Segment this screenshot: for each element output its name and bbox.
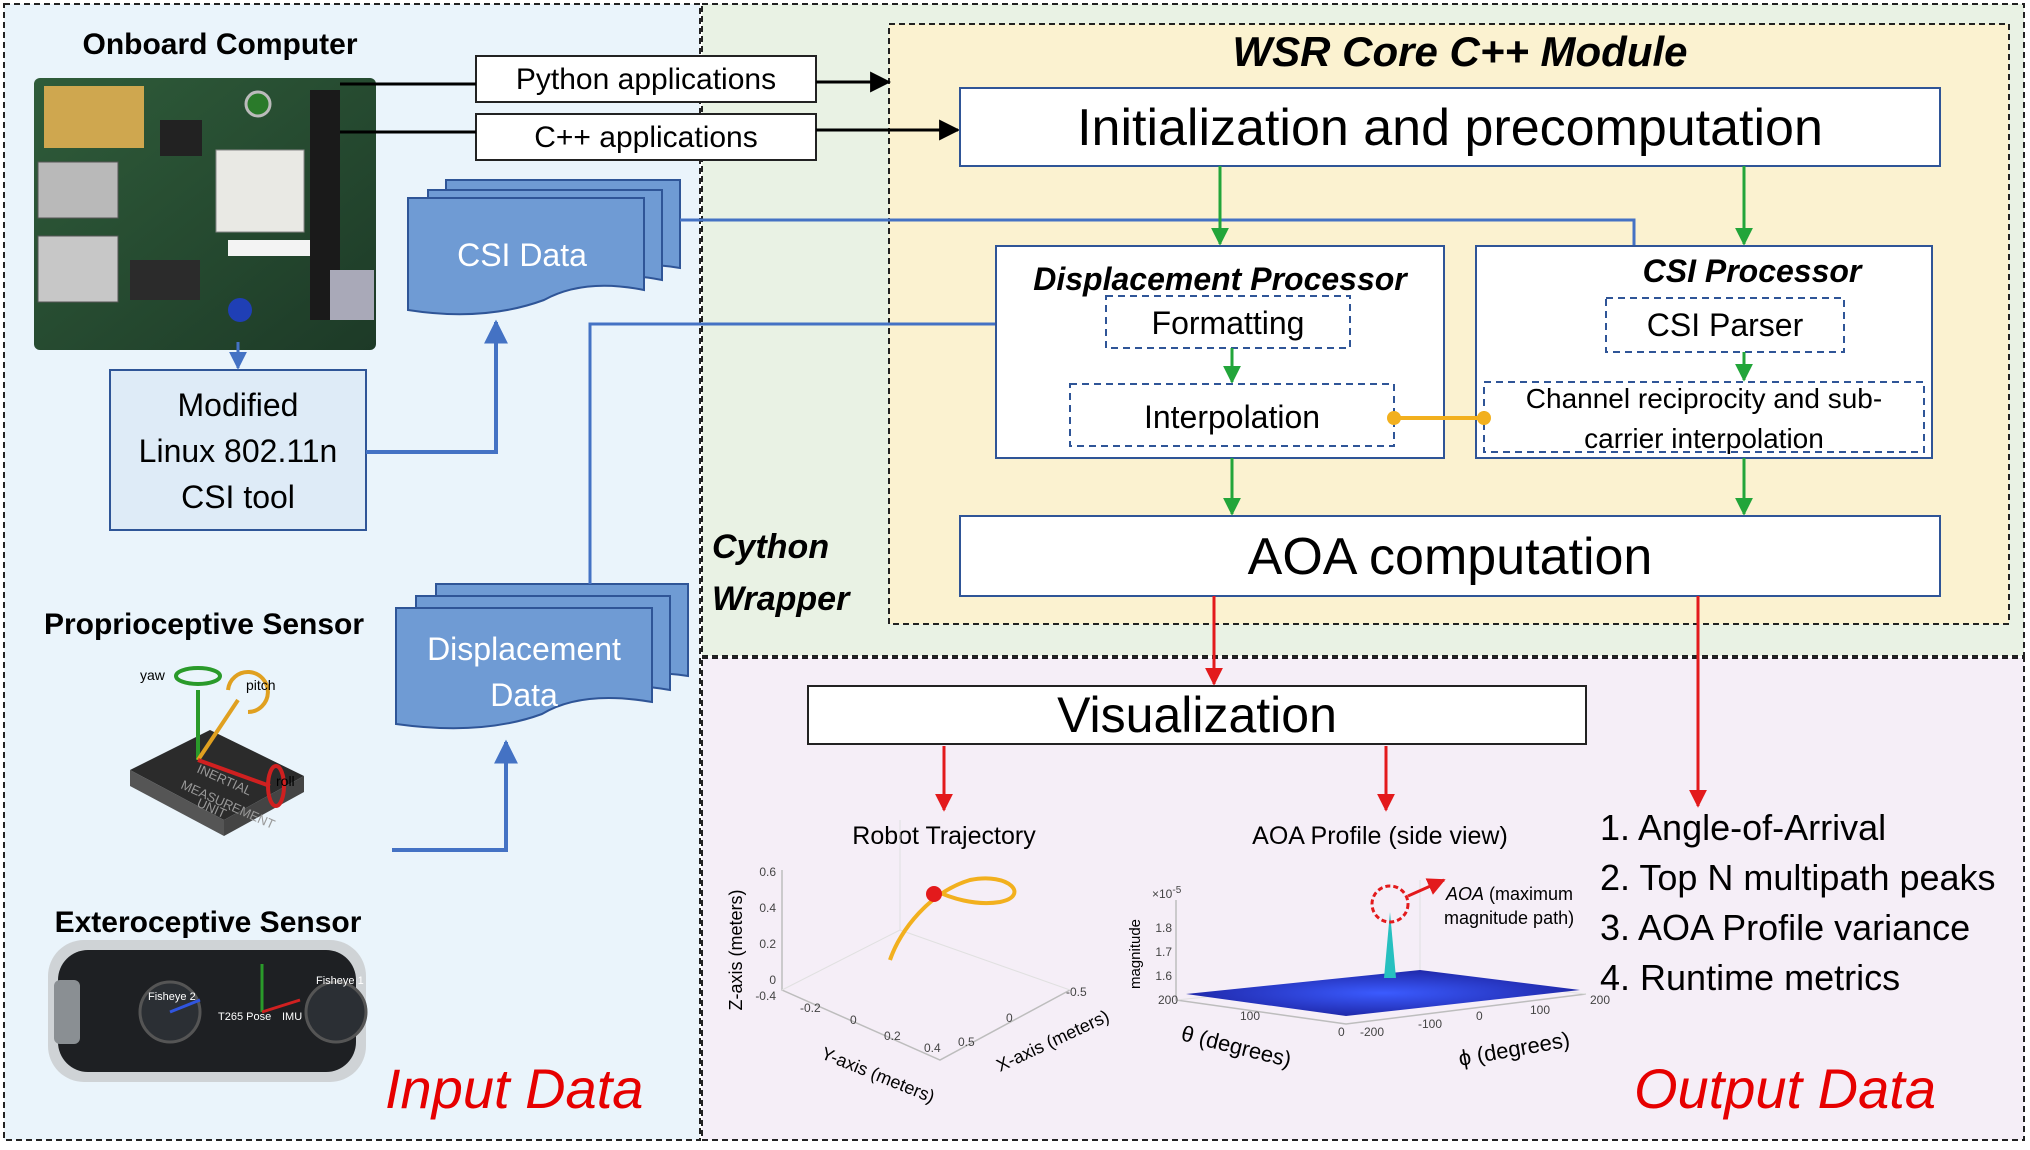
- traj-ztick-3: 0.2: [759, 937, 776, 951]
- onboard-computer-image: [34, 78, 376, 350]
- aoa-computation-box: AOA computation: [959, 515, 1941, 597]
- trajectory-path: [888, 876, 1017, 961]
- traj-xtick-1: 0.5: [958, 1035, 975, 1049]
- aoa-phi-tick-2: -100: [1418, 1017, 1442, 1031]
- imu-pitch-label: pitch: [246, 677, 276, 693]
- camera-fisheye1-label: Fisheye 1: [316, 975, 364, 987]
- traj-ztick-4: 0: [769, 973, 776, 987]
- visualization-box: Visualization: [807, 685, 1587, 745]
- aoa-theta-tick-1: 200: [1158, 993, 1178, 1007]
- csi-parser-text: CSI Parser: [1647, 307, 1804, 343]
- aoa-phi-tick-5: 200: [1590, 993, 1610, 1007]
- proprioceptive-title: Proprioceptive Sensor: [44, 608, 364, 641]
- trajectory-title: Robot Trajectory: [852, 822, 1036, 850]
- aoa-theta-tick-3: 0: [1338, 1025, 1345, 1039]
- tool-to-csi-arrow: [366, 319, 508, 454]
- displacement-data-text-2: Data: [490, 677, 558, 713]
- visualization-text: Visualization: [1057, 687, 1337, 743]
- aoa-surface: [1186, 970, 1580, 1016]
- formatting-text: Formatting: [1152, 305, 1305, 341]
- traj-ytick-2: 0: [850, 1013, 857, 1027]
- traj-xtick-2: 0: [1006, 1011, 1013, 1025]
- python-applications-box: Python applications: [475, 55, 817, 103]
- reciprocity-box: Channel reciprocity and sub- carrier int…: [1483, 381, 1925, 454]
- output-item-1: 1. Angle-of-Arrival: [1600, 807, 1886, 848]
- traj-ytick-4: 0.4: [924, 1041, 941, 1055]
- camera-fisheye2-label: Fisheye 2: [148, 991, 196, 1003]
- aoa-annotation-1: AOA (maximum: [1445, 884, 1573, 904]
- aoa-peak: [1384, 912, 1396, 978]
- csi-tool-box: Modified Linux 802.11n CSI tool: [109, 369, 367, 531]
- csi-data-text: CSI Data: [457, 237, 587, 273]
- output-item-2: 2. Top N multipath peaks: [1600, 857, 1996, 898]
- csi-tool-line-3: CSI tool: [181, 479, 295, 515]
- aoa-profile-title: AOA Profile (side view): [1252, 822, 1508, 850]
- python-applications-text: Python applications: [516, 63, 776, 96]
- aoa-ztick-2: 1.7: [1155, 945, 1172, 959]
- traj-ytick-1: -0.2: [800, 1001, 821, 1015]
- csi-data-document: CSI Data: [407, 179, 681, 316]
- input-data-label: Input Data: [385, 1057, 643, 1120]
- csi-tool-line-1: Modified: [178, 387, 299, 423]
- trajectory-start-point: [926, 886, 942, 902]
- output-item-3: 3. AOA Profile variance: [1600, 907, 1970, 948]
- formatting-box: Formatting: [1105, 295, 1351, 349]
- cpp-applications-box: C++ applications: [475, 113, 817, 161]
- aoa-theta-tick-2: 100: [1240, 1009, 1260, 1023]
- interpolation-box: Interpolation: [1069, 383, 1395, 447]
- output-item-4: 4. Runtime metrics: [1600, 957, 1900, 998]
- interpolation-text: Interpolation: [1144, 399, 1320, 435]
- displacement-to-formatting-arrow: [588, 315, 1106, 584]
- camera-pose-label: T265 Pose: [218, 1011, 271, 1023]
- aoa-phi-tick-1: -200: [1360, 1025, 1384, 1039]
- interpolation-link-end-left: [1387, 411, 1401, 425]
- exteroceptive-title: Exteroceptive Sensor: [55, 906, 362, 939]
- imu-roll-label: roll: [276, 773, 295, 789]
- imu-image: yaw pitch roll INERTIAL MEASUREMENT UNIT: [130, 666, 304, 836]
- traj-xtick-3: -0.5: [1066, 985, 1087, 999]
- aoa-computation-text: AOA computation: [1248, 528, 1653, 586]
- camera-imu-label: IMU: [282, 1011, 302, 1023]
- aoa-phi-tick-4: 100: [1530, 1003, 1550, 1017]
- traj-ztick-5: -0.4: [755, 989, 776, 1003]
- aoa-exponent: ×10-5: [1152, 885, 1182, 901]
- csi-processor-title: CSI Processor: [1643, 253, 1863, 289]
- traj-ztick-1: 0.6: [759, 865, 776, 879]
- imu-to-displacement-arrow: [392, 739, 518, 852]
- output-data-label: Output Data: [1634, 1057, 1936, 1120]
- aoa-annotation-2: magnitude path): [1444, 908, 1574, 928]
- tracking-camera-image: Fisheye 2 Fisheye 1 T265 Pose IMU: [48, 940, 368, 1082]
- displacement-data-text-1: Displacement: [427, 631, 621, 667]
- cython-wrapper-label-1: Cython: [712, 528, 829, 566]
- displacement-processor-title: Displacement Processor: [1033, 261, 1408, 297]
- traj-ztick-2: 0.4: [759, 901, 776, 915]
- csi-parser-box: CSI Parser: [1605, 297, 1845, 353]
- core-module-title: WSR Core C++ Module: [1232, 28, 1687, 75]
- aoa-phi-tick-3: 0: [1476, 1009, 1483, 1023]
- csi-tool-line-2: Linux 802.11n: [139, 433, 338, 469]
- aoa-ztick-3: 1.6: [1155, 969, 1172, 983]
- onboard-computer-title: Onboard Computer: [83, 28, 358, 61]
- cython-wrapper-label-2: Wrapper: [712, 580, 851, 618]
- reciprocity-text-1: Channel reciprocity and sub-: [1526, 383, 1882, 414]
- interpolation-link-end-right: [1477, 411, 1491, 425]
- aoa-ztick-1: 1.8: [1155, 921, 1172, 935]
- aoa-magnitude-label: magnitude: [1127, 919, 1144, 989]
- reciprocity-text-2: carrier interpolation: [1584, 423, 1824, 454]
- traj-zlabel: Z-axis (meters): [726, 890, 746, 1011]
- traj-ytick-3: 0.2: [884, 1029, 901, 1043]
- displacement-data-document: Displacement Data: [395, 583, 689, 730]
- init-box: Initialization and precomputation: [959, 87, 1941, 167]
- aoa-peak-marker: [1370, 884, 1410, 924]
- aoa-annotation-arrow: [1407, 878, 1446, 898]
- cpp-applications-text: C++ applications: [534, 121, 757, 154]
- init-text: Initialization and precomputation: [1077, 99, 1823, 157]
- imu-yaw-label: yaw: [140, 667, 166, 683]
